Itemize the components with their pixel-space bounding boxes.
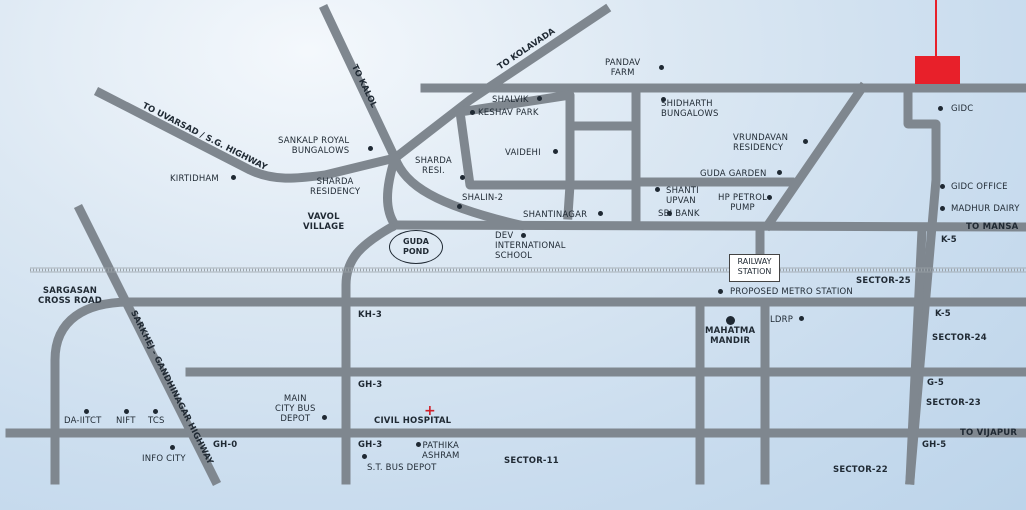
label-st-bus-depot: S.T. BUS DEPOT <box>367 463 437 473</box>
road-pond-loop <box>383 152 402 232</box>
label-sector11: SECTOR-11 <box>504 456 559 466</box>
hp-petrol-dot <box>767 195 772 200</box>
label-ldrp: LDRP <box>770 315 794 325</box>
project-site-pointer <box>935 0 937 56</box>
label-gh3-lower: GH-3 <box>358 440 383 450</box>
road-mansa <box>390 220 1026 232</box>
label-guda-pond: GUDA POND <box>403 237 429 256</box>
label-sector25: SECTOR-25 <box>856 276 911 286</box>
label-k5-top: K-5 <box>941 235 957 245</box>
label-sector24: SECTOR-24 <box>932 333 987 343</box>
label-shidharth: SHIDHARTH BUNGALOWS <box>661 99 719 119</box>
label-tcs: TCS <box>148 416 165 426</box>
label-mahatma-mandir: MAHATMA MANDIR <box>705 326 756 346</box>
label-railway-station: RAILWAY STATION <box>737 257 772 276</box>
info-city-dot <box>170 445 175 450</box>
shanti-upvan-dot <box>655 187 660 192</box>
label-proposed-metro: PROPOSED METRO STATION <box>730 287 853 297</box>
vrundavan-dot <box>803 139 808 144</box>
madhur-dairy-dot <box>940 206 945 211</box>
label-gh3-upper: GH-3 <box>358 380 383 390</box>
label-sector22: SECTOR-22 <box>833 465 888 475</box>
label-sharda-residency: SHARDA RESIDENCY <box>310 177 361 197</box>
st-bus-depot-dot <box>362 454 367 459</box>
proposed-metro-dot <box>718 289 723 294</box>
label-sharda-resi: SHARDA RESI. <box>415 156 452 176</box>
label-g5: G-5 <box>927 378 945 388</box>
gidc-dot <box>938 106 943 111</box>
tcs-dot <box>153 409 158 414</box>
da-iict-dot <box>84 409 89 414</box>
label-gidc-office: GIDC OFFICE <box>951 182 1008 192</box>
road-gidc <box>903 83 941 485</box>
label-gidc: GIDC <box>951 104 974 114</box>
main-city-bus-dot <box>322 415 327 420</box>
road-kolavada <box>388 3 612 165</box>
label-dev-school: DEV INTERNATIONAL SCHOOL <box>495 231 566 261</box>
railway-line <box>30 267 1026 273</box>
label-info-city: INFO CITY <box>142 454 186 464</box>
project-site-marker <box>915 56 960 84</box>
railway-station: RAILWAY STATION <box>729 254 780 282</box>
guda-pond: GUDA POND <box>389 230 443 264</box>
label-kirtidham: KIRTIDHAM <box>170 174 219 184</box>
label-pandav-farm: PANDAV FARM <box>605 58 641 78</box>
label-hp-petrol: HP PETROL PUMP <box>718 193 768 213</box>
sbi-bank-dot <box>667 211 672 216</box>
sankalp-dot <box>368 146 373 151</box>
label-kh3: KH-3 <box>358 310 382 320</box>
civil-hospital-icon: + <box>424 403 436 419</box>
label-pathika: PATHIKA ASHRAM <box>422 441 460 461</box>
label-sankalp: SANKALP ROYAL BUNGALOWS <box>278 136 350 156</box>
guda-garden-dot <box>777 170 782 175</box>
shalin2-dot <box>457 204 462 209</box>
label-da-iict: DA-IITCT <box>64 416 102 426</box>
pandav-farm-dot <box>659 65 664 70</box>
label-shanti-upvan: SHANTI UPVAN <box>666 186 699 206</box>
nift-dot <box>124 409 129 414</box>
kirtidham-dot <box>231 175 236 180</box>
label-k5-mid: K-5 <box>935 309 951 319</box>
label-vaidehi: VAIDEHI <box>505 148 541 158</box>
label-main-city-bus: MAIN CITY BUS DEPOT <box>275 394 316 424</box>
label-guda-garden: GUDA GARDEN <box>700 169 767 179</box>
mahatma-mandir-dot <box>726 316 735 325</box>
shidharth-dot <box>661 97 666 102</box>
sharda-resi-dot <box>460 175 465 180</box>
label-to-mansa: TO MANSA <box>966 222 1019 232</box>
shalvik-dot <box>537 96 542 101</box>
road-v-922 <box>905 225 927 485</box>
ldrp-dot <box>799 316 804 321</box>
label-shalvik: SHALVIK <box>492 95 529 105</box>
shantinagar-dot <box>598 211 603 216</box>
road-inner-2 <box>563 83 795 230</box>
label-sbi-bank: SBI BANK <box>658 209 700 219</box>
label-nift: NIFT <box>116 416 136 426</box>
label-civil-hospital: CIVIL HOSPITAL <box>374 416 452 426</box>
label-gh5: GH-5 <box>922 440 947 450</box>
gidc-office-dot <box>940 184 945 189</box>
road-ch-vertical <box>341 221 397 485</box>
label-keshav-park: KESHAV PARK <box>478 108 539 118</box>
label-shantinagar: SHANTINAGAR <box>523 210 588 220</box>
vaidehi-dot <box>553 149 558 154</box>
road-ne-diagonal <box>761 81 869 232</box>
road-sarkhej <box>73 203 222 487</box>
label-shalin2: SHALIN-2 <box>462 193 504 203</box>
label-to-vijapur: TO VIJAPUR <box>960 428 1018 438</box>
label-vavol-village: VAVOL VILLAGE <box>303 212 345 232</box>
pathika-dot <box>416 442 421 447</box>
keshav-park-dot <box>470 110 475 115</box>
road-uvarsad <box>93 86 401 183</box>
label-sector23: SECTOR-23 <box>926 398 981 408</box>
label-vrundavan: VRUNDAVAN RESIDENCY <box>733 133 789 153</box>
label-gh0: GH-0 <box>213 440 238 450</box>
label-sargasan: SARGASAN CROSS ROAD <box>38 286 103 306</box>
label-madhur-dairy: MADHUR DAIRY <box>951 204 1020 214</box>
dev-school-dot <box>521 233 526 238</box>
